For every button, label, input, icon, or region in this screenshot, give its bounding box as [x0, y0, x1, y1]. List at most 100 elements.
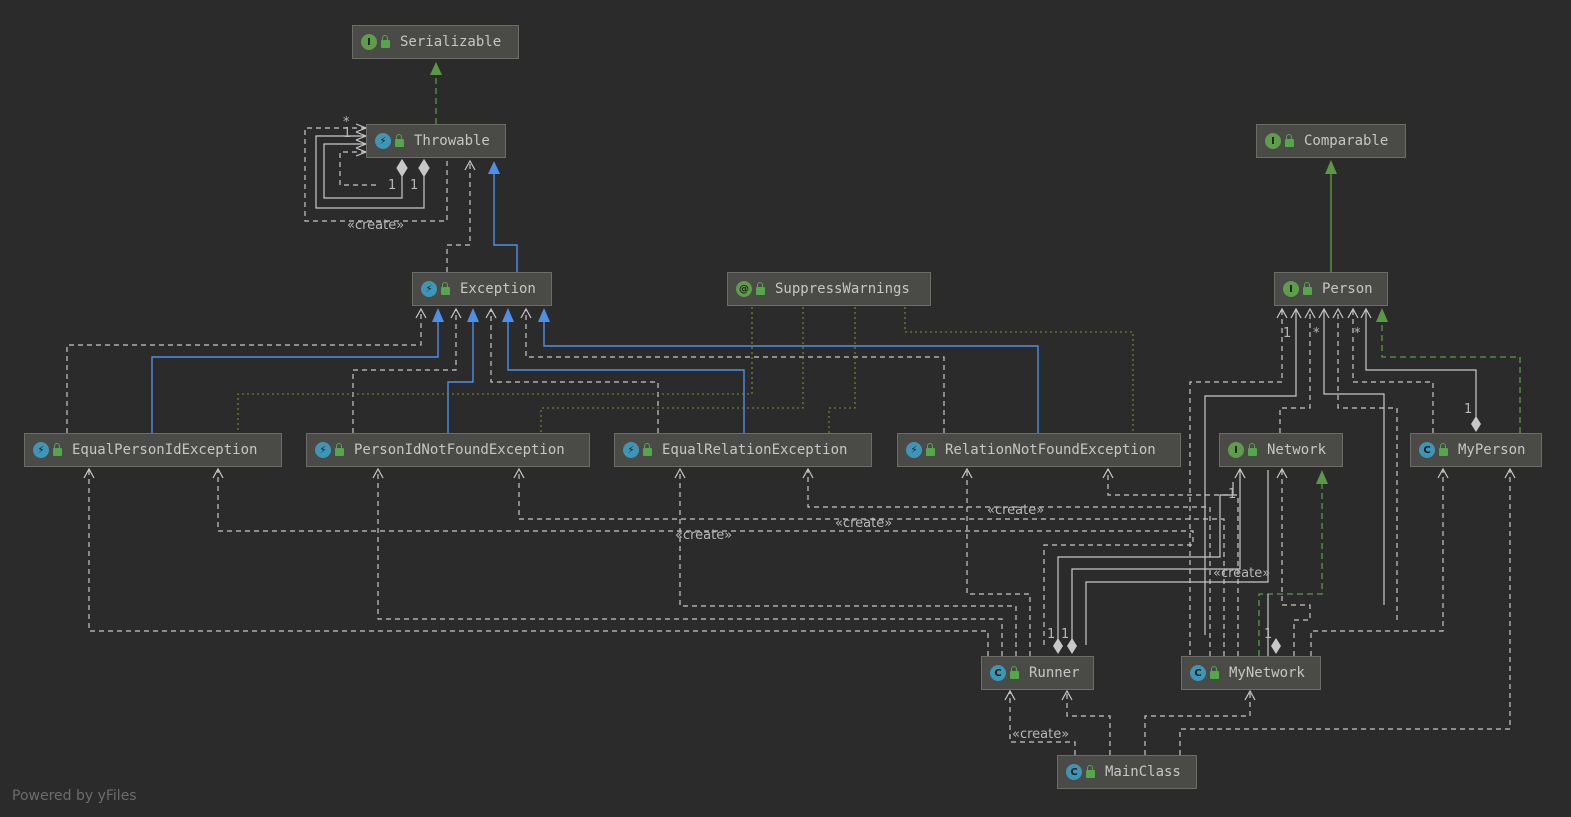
- exception-icon: ⚡: [315, 442, 331, 458]
- public-lock-icon: [395, 134, 404, 147]
- edge-mynetwork-network: [1258, 470, 1328, 656]
- public-lock-icon: [1086, 765, 1095, 778]
- exception-icon: ⚡: [375, 133, 391, 149]
- exception-icon: ⚡: [421, 281, 437, 297]
- node-label: Throwable: [414, 133, 490, 149]
- public-lock-icon: [756, 282, 765, 295]
- node-personidnotfoundexception[interactable]: ⚡ PersonIdNotFoundException: [306, 433, 590, 467]
- create-label-2: «create»: [835, 516, 892, 531]
- mult-1-person: 1: [1283, 326, 1291, 341]
- create-label-3: «create»: [675, 528, 732, 543]
- mult-many-person-a: *: [1313, 326, 1320, 341]
- exception-icon: ⚡: [623, 442, 639, 458]
- edge-myperson-person: [1376, 308, 1521, 433]
- public-lock-icon: [1439, 443, 1448, 456]
- node-relationnotfoundexception[interactable]: ⚡ RelationNotFoundException: [897, 433, 1181, 467]
- node-label: MainClass: [1105, 764, 1181, 780]
- mult-1-network: 1: [1228, 487, 1236, 502]
- edges-mainclass: [1009, 470, 1511, 755]
- create-label-throwable: «create»: [347, 218, 404, 233]
- mult-1-throwable: 1: [343, 126, 351, 141]
- public-lock-icon: [441, 282, 450, 295]
- public-lock-icon: [53, 443, 62, 456]
- node-label: RelationNotFoundException: [945, 442, 1156, 458]
- mult-many-person-b: *: [1354, 326, 1361, 341]
- node-label: EqualRelationException: [662, 442, 848, 458]
- interface-icon: I: [1265, 133, 1281, 149]
- node-label: PersonIdNotFoundException: [354, 442, 565, 458]
- node-label: SuppressWarnings: [775, 281, 910, 297]
- node-suppresswarnings[interactable]: @ SuppressWarnings: [727, 272, 931, 306]
- node-label: Person: [1322, 281, 1373, 297]
- node-label: MyNetwork: [1229, 665, 1305, 681]
- node-myperson[interactable]: C MyPerson: [1410, 433, 1542, 467]
- node-label: Runner: [1029, 665, 1080, 681]
- arrowheads-mainclass: [1004, 689, 1256, 701]
- edge-labels: «create» «create» «create» «create» «cre…: [343, 115, 1472, 742]
- node-label: Network: [1267, 442, 1327, 458]
- edge-throwable-self: [304, 123, 448, 222]
- annotation-icon: @: [736, 281, 752, 297]
- edge-exception-throwable: [446, 159, 518, 272]
- node-label: Exception: [460, 281, 536, 297]
- node-equalpersonidexception[interactable]: ⚡ EqualPersonIdException: [24, 433, 282, 467]
- mult-1-runner-b: 1: [1061, 627, 1069, 642]
- class-icon: C: [1190, 665, 1206, 681]
- public-lock-icon: [1285, 134, 1294, 147]
- edge-person-comparable: [1325, 160, 1337, 272]
- mult-many-throwable: *: [343, 115, 350, 130]
- interface-icon: I: [1283, 281, 1299, 297]
- arrowheads-extends-exception: [432, 308, 550, 322]
- arrowheads-runner: [83, 467, 1516, 479]
- node-runner[interactable]: C Runner: [981, 656, 1094, 690]
- node-comparable[interactable]: I Comparable: [1256, 124, 1406, 158]
- interface-icon: I: [361, 34, 377, 50]
- node-label: Serializable: [400, 34, 502, 50]
- edge-throwable-serializable: [430, 62, 442, 124]
- class-icon: C: [990, 665, 1006, 681]
- edges-runner-solid: [1057, 470, 1269, 656]
- node-serializable[interactable]: I Serializable: [352, 25, 519, 59]
- arrowheads-person: [1276, 307, 1372, 319]
- arrowheads-dep-exception: [415, 307, 532, 319]
- edges-dep-exception: [66, 310, 945, 433]
- edges-suppresswarnings: [237, 307, 1134, 433]
- public-lock-icon: [381, 35, 390, 48]
- exception-icon: ⚡: [33, 442, 49, 458]
- public-lock-icon: [1248, 443, 1257, 456]
- create-label-4: «create»: [1213, 566, 1270, 581]
- exception-icon: ⚡: [906, 442, 922, 458]
- edges-extends-exception: [151, 320, 1039, 433]
- main-class-icon: C: [1066, 764, 1082, 780]
- edges-person-group: [1189, 310, 1477, 655]
- mult-1-mynetwork: 1: [1264, 627, 1272, 642]
- node-label: MyPerson: [1458, 442, 1526, 458]
- mult-1-runner-a: 1: [1047, 627, 1055, 642]
- node-mynetwork[interactable]: C MyNetwork: [1181, 656, 1321, 690]
- node-network[interactable]: I Network: [1219, 433, 1343, 467]
- mult-1-b: 1: [410, 178, 418, 193]
- myperson-diamond: [1471, 416, 1481, 432]
- interface-icon: I: [1228, 442, 1244, 458]
- runner-diamonds: [1053, 638, 1281, 654]
- node-mainclass[interactable]: C MainClass: [1057, 755, 1197, 789]
- public-lock-icon: [643, 443, 652, 456]
- node-exception[interactable]: ⚡ Exception: [412, 272, 552, 306]
- powered-by-label: Powered by yFiles: [12, 788, 137, 804]
- node-person[interactable]: I Person: [1274, 272, 1388, 306]
- node-label: Comparable: [1304, 133, 1389, 149]
- node-label: EqualPersonIdException: [72, 442, 258, 458]
- create-label-1: «create»: [987, 503, 1044, 518]
- public-lock-icon: [926, 443, 935, 456]
- node-throwable[interactable]: ⚡ Throwable: [366, 124, 506, 158]
- mult-1-myperson: 1: [1464, 402, 1472, 417]
- public-lock-icon: [1210, 666, 1219, 679]
- public-lock-icon: [1303, 282, 1312, 295]
- mult-1-a: 1: [388, 178, 396, 193]
- public-lock-icon: [1010, 666, 1019, 679]
- node-equalrelationexception[interactable]: ⚡ EqualRelationException: [614, 433, 872, 467]
- create-label-main: «create»: [1012, 727, 1069, 742]
- edges-runner-mynetwork: [88, 470, 1444, 656]
- public-lock-icon: [335, 443, 344, 456]
